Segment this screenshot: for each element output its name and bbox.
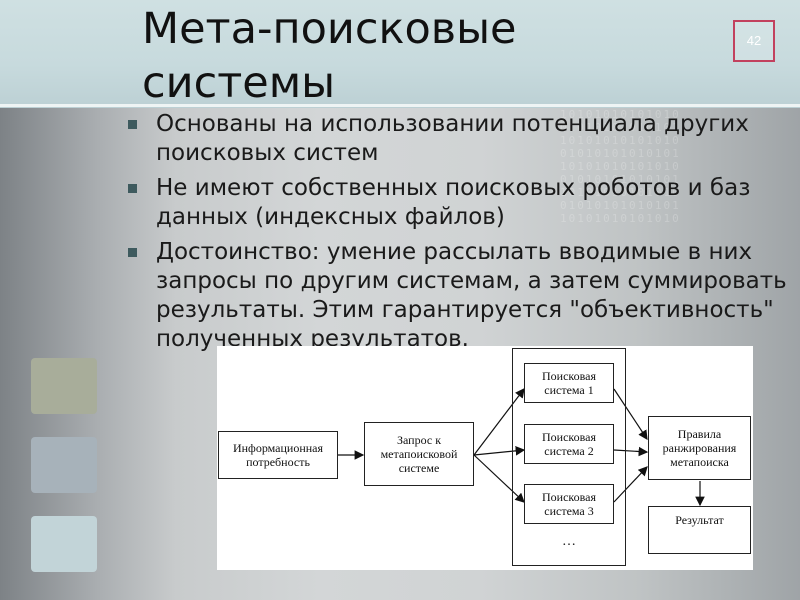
search-engines-group xyxy=(512,348,626,566)
arrow-query-to-engine-2 xyxy=(473,446,526,456)
slide-number-badge: 42 xyxy=(733,20,775,62)
title-band xyxy=(0,0,800,108)
decorative-swatch-olive xyxy=(31,358,97,414)
slide-title: Мета-поисковые системы xyxy=(142,4,517,108)
search-engine-1-box: Поисковая система 1 xyxy=(524,363,614,403)
bullet-list: Основаны на использовании потенциала дру… xyxy=(128,110,798,360)
title-divider xyxy=(0,104,800,107)
ranking-rules-box: Правила ранжирования метапоиска xyxy=(648,416,751,480)
arrow-engine-3-to-ranking xyxy=(613,466,648,503)
search-engine-3-box: Поисковая система 3 xyxy=(524,484,614,524)
query-box: Запрос к метапоисковой системе xyxy=(364,422,474,486)
decorative-swatch-light-blue xyxy=(31,516,97,572)
binary-pattern-decoration: 10101010101010 01010101010101 1010101010… xyxy=(560,108,681,225)
arrow-query-to-engine-3 xyxy=(473,454,525,503)
bullet-item: Основаны на использовании потенциала дру… xyxy=(128,110,798,168)
arrow-engine-1-to-ranking xyxy=(613,388,648,441)
arrow-engine-2-to-ranking xyxy=(613,446,649,457)
arrow-query-to-engine-1 xyxy=(473,388,525,456)
diagram-connectors xyxy=(338,388,705,507)
more-engines-ellipsis: … xyxy=(562,534,576,549)
metasearch-flow-diagram: Информационная потребность Запрос к мета… xyxy=(217,346,753,570)
decorative-swatch-slate xyxy=(31,437,97,493)
info-need-box: Информационная потребность xyxy=(218,431,338,479)
result-box: Результат xyxy=(648,506,751,554)
bullet-item: Не имеют собственных поисковых роботов и… xyxy=(128,174,798,232)
search-engine-2-box: Поисковая система 2 xyxy=(524,424,614,464)
bullet-item: Достоинство: умение рассылать вводимые в… xyxy=(128,238,798,354)
